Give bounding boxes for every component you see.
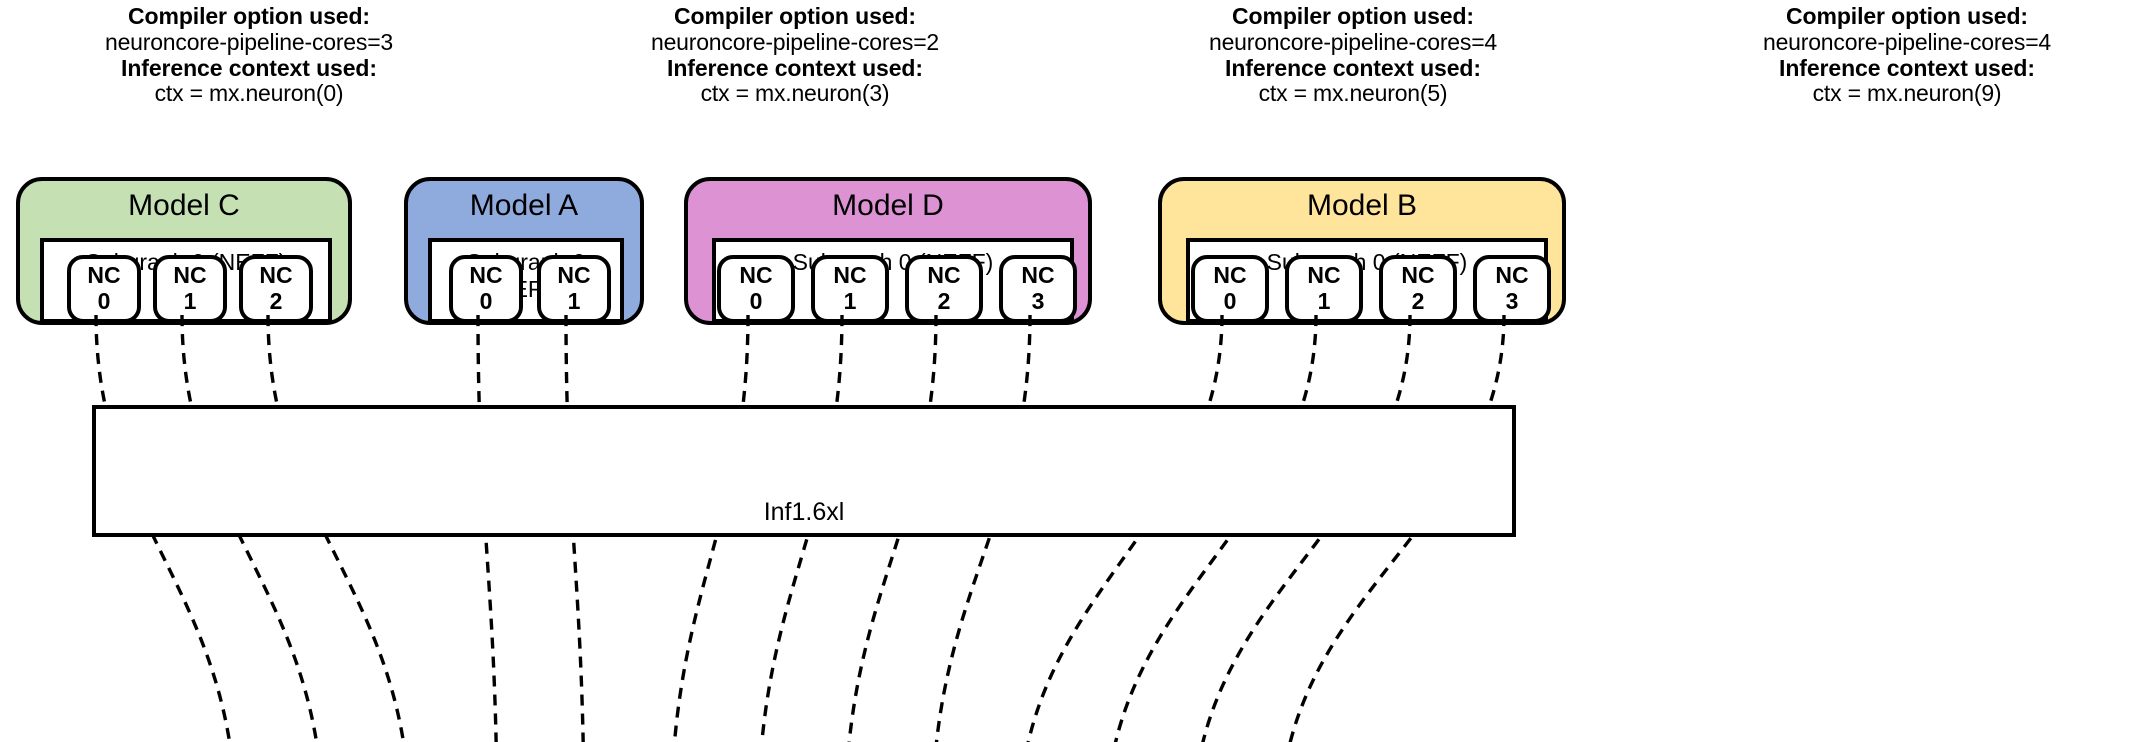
caption-model-c: Compiler option used:neuroncore-pipeline…	[14, 3, 484, 107]
compiler-option-heading: Compiler option used:	[128, 3, 370, 29]
core-index: 3	[1031, 288, 1045, 314]
core-index: 1	[567, 288, 581, 314]
core-label: NC	[1401, 262, 1435, 289]
core-index: 1	[1317, 288, 1331, 314]
core-label: NC	[87, 262, 121, 289]
model-d-title: Model D	[832, 189, 944, 222]
inference-context-value: ctx = mx.neuron(9)	[1812, 80, 2002, 107]
inference-context-value: ctx = mx.neuron(3)	[700, 80, 890, 107]
compiler-option-value: neuroncore-pipeline-cores=2	[650, 28, 940, 55]
core-index: 3	[1505, 288, 1519, 314]
inference-context-heading: Inference context used:	[1779, 54, 2035, 81]
core-label: NC	[557, 262, 591, 289]
compiler-option-heading: Compiler option used:	[1232, 3, 1474, 29]
core-label: NC	[1213, 262, 1247, 289]
compiler-option-value: neuroncore-pipeline-cores=4	[1208, 28, 1498, 55]
core-index: 0	[749, 288, 763, 314]
inference-context-heading: Inference context used:	[667, 54, 923, 81]
instance-label: Inf1.6xl	[763, 498, 845, 526]
core-index: 2	[269, 288, 283, 314]
caption-model-d: Compiler option used:neuroncore-pipeline…	[1118, 3, 1588, 107]
core-index: 0	[479, 288, 493, 314]
inference-context-value: ctx = mx.neuron(5)	[1258, 80, 1448, 107]
compiler-option-heading: Compiler option used:	[674, 3, 916, 29]
instance-box: Inf1.6xl	[92, 405, 1516, 537]
core-label: NC	[1307, 262, 1341, 289]
inference-context-heading: Inference context used:	[1225, 54, 1481, 81]
core-label: NC	[1021, 262, 1055, 289]
core-index: 2	[937, 288, 951, 314]
core-label: NC	[927, 262, 961, 289]
core-index: 0	[97, 288, 111, 314]
compiler-option-value: neuroncore-pipeline-cores=4	[1762, 28, 2052, 55]
core-index: 0	[1223, 288, 1237, 314]
core-index: 1	[183, 288, 197, 314]
inference-context-heading: Inference context used:	[121, 54, 377, 81]
core-label: NC	[173, 262, 207, 289]
core-index: 2	[1411, 288, 1425, 314]
compiler-option-heading: Compiler option used:	[1786, 3, 2028, 29]
core-label: NC	[469, 262, 503, 289]
caption-model-a: Compiler option used:neuroncore-pipeline…	[560, 3, 1030, 107]
core-label: NC	[833, 262, 867, 289]
core-label: NC	[1495, 262, 1529, 289]
core-label: NC	[259, 262, 293, 289]
core-label: NC	[739, 262, 773, 289]
model-b-title: Model B	[1306, 189, 1418, 222]
model-c-title: Model C	[128, 189, 240, 222]
core-index: 1	[843, 288, 857, 314]
inference-context-value: ctx = mx.neuron(0)	[154, 80, 344, 107]
compiler-option-value: neuroncore-pipeline-cores=3	[104, 28, 394, 55]
model-a-title: Model A	[469, 189, 579, 222]
caption-model-b: Compiler option used:neuroncore-pipeline…	[1672, 3, 2140, 107]
